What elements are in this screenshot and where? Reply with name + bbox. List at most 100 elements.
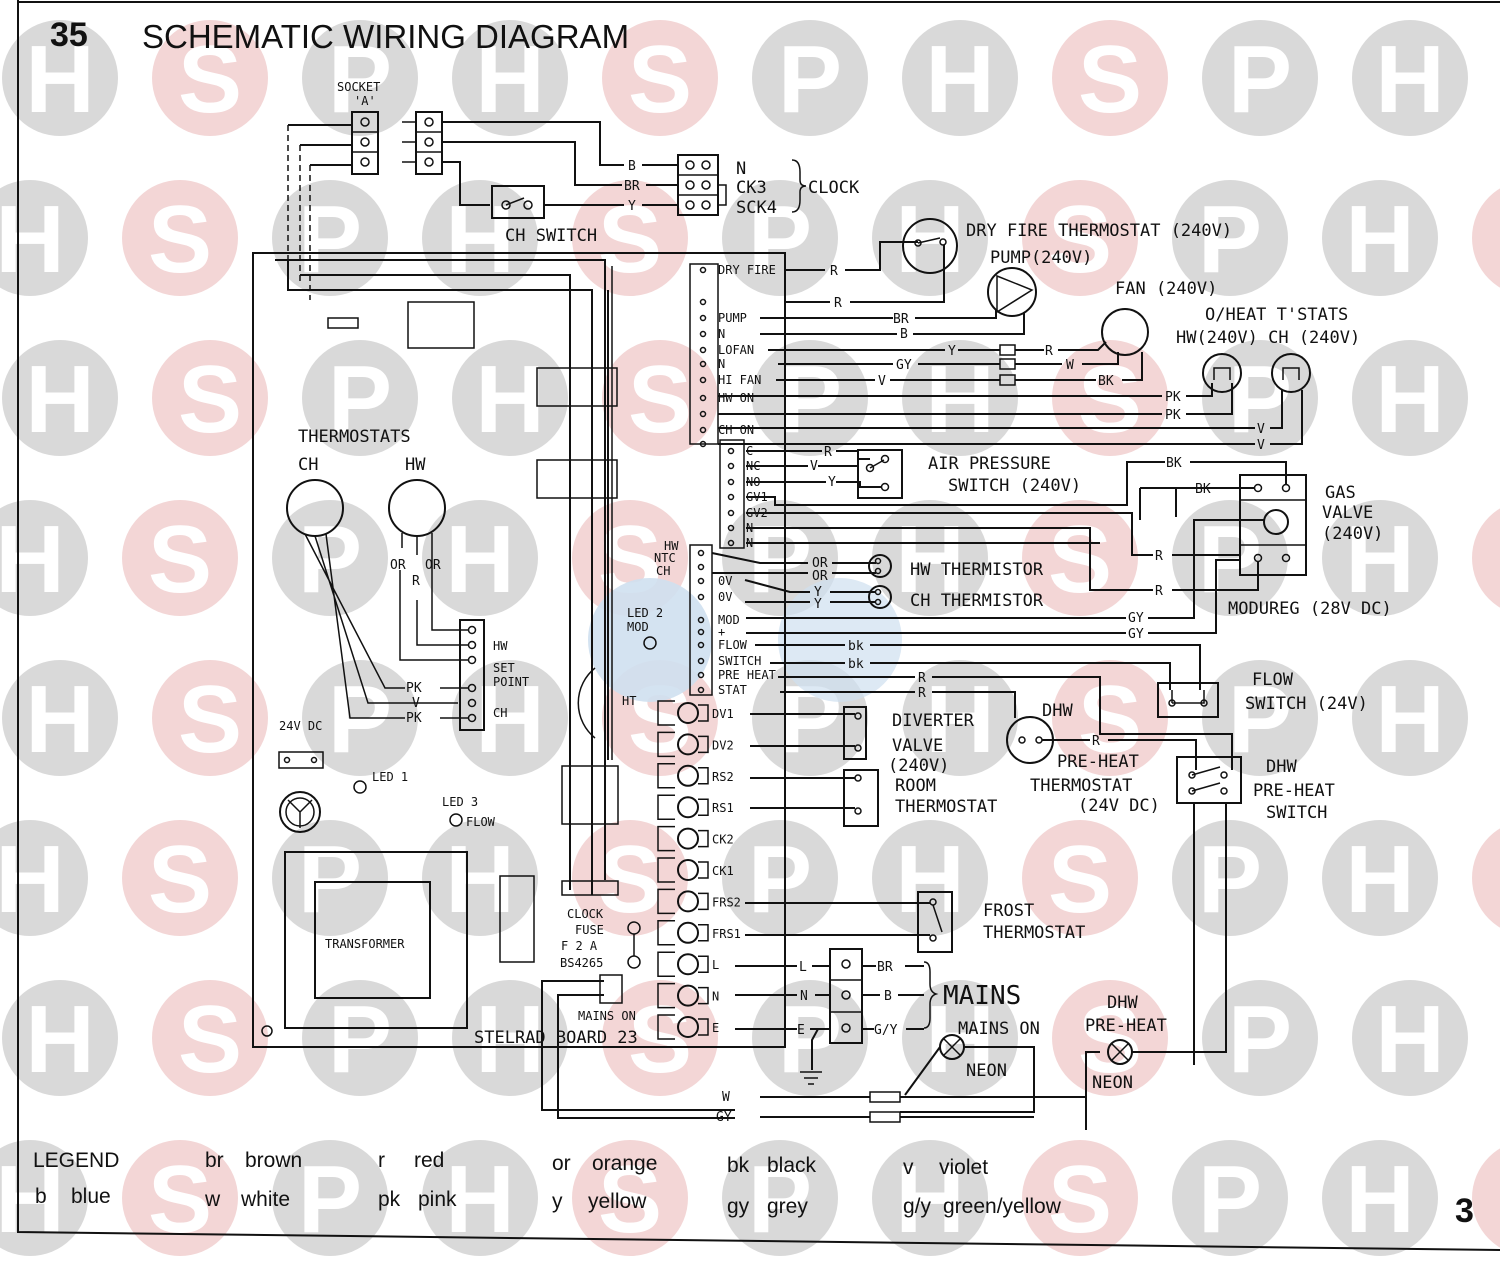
watermark-circle: [872, 1140, 988, 1256]
hw-thermostat-dial: [388, 479, 446, 537]
ch-thermistor: Y Y CH THERMISTOR: [744, 579, 1044, 612]
svg-text:MAINS ON: MAINS ON: [578, 1009, 636, 1023]
svg-text:CLOCK: CLOCK: [567, 907, 604, 921]
watermark-letter: S: [1048, 506, 1112, 613]
terminal-label: 0V: [718, 590, 732, 604]
watermark-letter: S: [178, 986, 242, 1093]
svg-text:THERMOSTATS: THERMOSTATS: [298, 427, 411, 447]
terminal-bracket: [698, 829, 709, 848]
terminal-label: +: [718, 625, 725, 639]
watermark-circle: [272, 820, 388, 936]
watermark-circle: [872, 180, 988, 296]
terminal-label: HI FAN: [718, 373, 761, 387]
relay-bracket: [657, 857, 675, 883]
watermark-circle: [872, 820, 988, 936]
fan: FAN (240V) Y R GY W V BK: [768, 279, 1217, 389]
watermark-letter: P: [1198, 186, 1262, 293]
watermark-circle: [302, 980, 418, 1096]
watermark-circle: [572, 820, 688, 936]
board-misc: 24V DC LED 1 LED 3 FLOW LED 2 MOD HW NTC…: [278, 539, 679, 833]
watermark-letter: S: [1078, 26, 1142, 133]
watermark-circle-blue: [778, 578, 902, 702]
terminal-bracket: [698, 892, 709, 911]
terminal-label: MOD: [718, 613, 740, 627]
svg-text:Y: Y: [828, 475, 836, 490]
watermark-letter: S: [178, 666, 242, 773]
svg-text:GAS: GAS: [1325, 483, 1356, 503]
watermark-circle: [152, 340, 268, 456]
svg-text:VALVE: VALVE: [1322, 503, 1373, 523]
watermark-circle: [272, 180, 388, 296]
watermark-letter: S: [598, 186, 662, 293]
terminal-pin: [697, 628, 705, 636]
board-name: STELRAD BOARD 23: [474, 1028, 638, 1048]
terminal-label: DV2: [712, 738, 734, 752]
air-pressure-switch: R V Y AIR PRESSURE SWITCH (240V): [746, 445, 1081, 499]
watermark-circle: [302, 20, 418, 136]
terminal-label: N: [718, 357, 725, 371]
svg-text:W: W: [722, 1090, 730, 1105]
svg-text:PRE-HEAT: PRE-HEAT: [1085, 1016, 1167, 1036]
terminal-bracket: [698, 767, 709, 785]
terminal-pin: [699, 346, 707, 354]
watermark-letter: P: [1228, 666, 1292, 773]
terminal-bracket: [698, 704, 709, 722]
terminal-label: STAT: [718, 683, 747, 697]
svg-text:LED 3: LED 3: [442, 795, 478, 809]
watermark-letter: S: [1048, 1146, 1112, 1253]
watermark-letter: H: [475, 346, 544, 453]
watermark-circle: [1352, 660, 1468, 776]
terminal-label: CH ON: [718, 423, 754, 437]
watermark-letter: H: [0, 826, 65, 933]
terminal-label: N: [718, 327, 725, 341]
watermark-circle: [2, 20, 118, 136]
svg-text:GY: GY: [1128, 611, 1144, 626]
legend-name: pink: [418, 1188, 457, 1211]
watermark-circle: [1472, 1148, 1500, 1248]
svg-text:R: R: [1045, 344, 1053, 359]
legend-name: violet: [939, 1156, 988, 1179]
svg-text:R: R: [412, 574, 420, 589]
svg-text:SWITCH (24V): SWITCH (24V): [1245, 694, 1368, 714]
terminal-pin: [699, 426, 707, 434]
watermark-letter: H: [25, 666, 94, 773]
svg-text:ROOM: ROOM: [895, 776, 936, 796]
terminal-post: [677, 1016, 699, 1038]
clock-fuse: CLOCK FUSE F 2 A BS4265 MAINS ON: [541, 880, 735, 1119]
watermark-letter: P: [1228, 26, 1292, 133]
svg-text:HT: HT: [622, 694, 636, 708]
watermark-circle: [1202, 20, 1318, 136]
page-title: SCHEMATIC WIRING DIAGRAM: [142, 18, 629, 55]
watermark-letter: P: [1228, 986, 1292, 1093]
watermark-letter: H: [445, 1146, 514, 1253]
svg-text:G/Y: G/Y: [874, 1023, 898, 1038]
watermark-letter: H: [25, 346, 94, 453]
svg-text:V: V: [412, 696, 420, 711]
watermark-letter: S: [628, 346, 692, 453]
svg-text:FAN (240V): FAN (240V): [1115, 279, 1217, 299]
terminal-label: N: [712, 990, 719, 1004]
watermark-circle: [1472, 828, 1500, 928]
svg-text:THERMOSTAT: THERMOSTAT: [983, 923, 1085, 943]
watermark-letter: P: [1198, 826, 1262, 933]
terminal-post: [677, 764, 699, 787]
svg-text:THERMOSTAT: THERMOSTAT: [1030, 776, 1132, 796]
terminal-bracket: [698, 735, 709, 754]
watermark-circle: [1052, 20, 1168, 136]
watermark-circle: [1172, 1140, 1288, 1256]
terminal-label: CK2: [712, 833, 734, 847]
terminal-pin: [697, 549, 705, 557]
watermark-circle: [272, 500, 388, 616]
svg-text:R: R: [918, 671, 926, 686]
svg-text:L: L: [799, 960, 807, 975]
svg-text:PK: PK: [1165, 408, 1181, 423]
watermark-letter: H: [925, 26, 994, 133]
watermark-letter: S: [1498, 186, 1500, 293]
legend-code: r: [378, 1149, 385, 1172]
watermark-letter: H: [0, 186, 65, 293]
watermark-letter: P: [778, 26, 842, 133]
terminal-post: [677, 733, 699, 756]
